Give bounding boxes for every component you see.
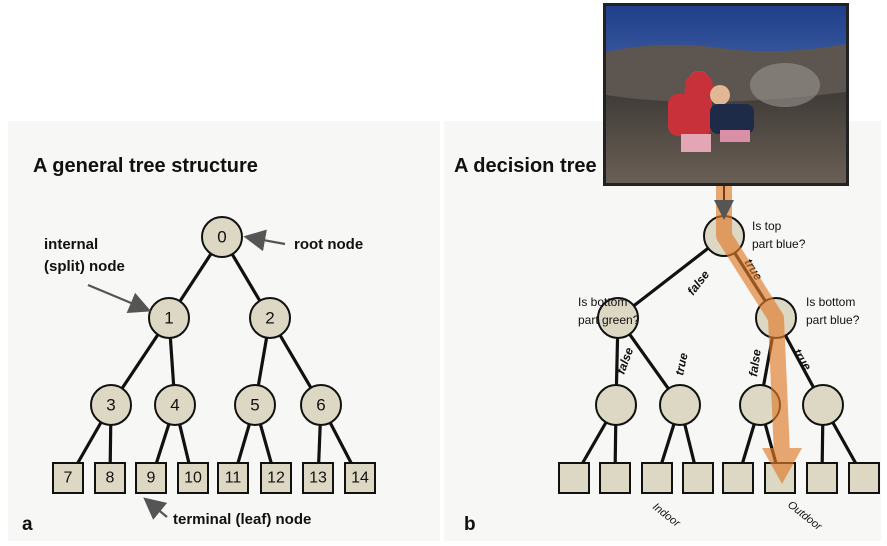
svg-text:Is bottom: Is bottom	[578, 295, 627, 309]
question-root: Is top part blue?	[752, 219, 806, 251]
node-5: 5	[234, 384, 276, 426]
decision-leaves	[558, 462, 880, 494]
svg-text:8: 8	[106, 470, 115, 487]
svg-text:part blue?: part blue?	[752, 237, 806, 251]
leaf-9: 9	[135, 462, 167, 494]
decision-node-rr	[802, 384, 844, 426]
node-4: 4	[154, 384, 196, 426]
panel-b: A decision tree	[444, 121, 881, 541]
svg-text:6: 6	[316, 396, 325, 415]
leaf-14: 14	[344, 462, 376, 494]
svg-text:5: 5	[250, 396, 259, 415]
panel-a-title: A general tree structure	[33, 155, 258, 177]
svg-text:12: 12	[267, 470, 285, 487]
svg-text:2: 2	[265, 309, 274, 328]
leaf-13: 13	[302, 462, 334, 494]
input-photo	[603, 3, 849, 186]
svg-text:part green?: part green?	[578, 313, 640, 327]
svg-text:10: 10	[184, 470, 202, 487]
svg-text:terminal (leaf) node: terminal (leaf) node	[173, 511, 311, 528]
leaf-7: 7	[52, 462, 84, 494]
decision-node-ll	[595, 384, 637, 426]
question-right: Is bottom part blue?	[806, 295, 860, 327]
svg-text:9: 9	[147, 470, 156, 487]
decision-node-lr	[659, 384, 701, 426]
node-3: 3	[90, 384, 132, 426]
svg-text:3: 3	[106, 396, 115, 415]
edge-label-left-true: true	[672, 351, 690, 376]
leaf-10: 10	[177, 462, 209, 494]
internal-node-annotation: internal (split) node	[44, 236, 152, 314]
decision-node-left	[597, 297, 639, 339]
terminal-node-annotation: terminal (leaf) node	[143, 497, 311, 528]
node-6: 6	[300, 384, 342, 426]
svg-text:part blue?: part blue?	[806, 313, 860, 327]
svg-text:0: 0	[217, 228, 226, 247]
panel-a-label: a	[22, 514, 33, 535]
node-2: 2	[249, 297, 291, 339]
svg-text:13: 13	[309, 470, 327, 487]
question-left: Is bottom part green?	[578, 295, 640, 327]
panel-b-title: A decision tree	[454, 155, 597, 177]
svg-text:root node: root node	[294, 236, 363, 253]
person-left	[668, 71, 714, 152]
svg-text:4: 4	[170, 396, 179, 415]
leaf-8: 8	[94, 462, 126, 494]
svg-text:14: 14	[351, 470, 369, 487]
leaf-11: 11	[217, 462, 249, 494]
node-1: 1	[148, 297, 190, 339]
svg-text:11: 11	[225, 470, 242, 487]
root-node-annotation: root node	[243, 229, 363, 253]
node-0: 0	[201, 216, 243, 258]
svg-text:1: 1	[164, 309, 173, 328]
leaf-12: 12	[260, 462, 292, 494]
svg-text:7: 7	[64, 470, 73, 487]
panel-b-label: b	[464, 514, 476, 535]
svg-text:Is bottom: Is bottom	[806, 295, 855, 309]
svg-text:Is top: Is top	[752, 219, 782, 233]
edge-label-right-false: false	[746, 348, 764, 377]
panel-a: A general tree structure 0 1	[8, 121, 440, 541]
svg-text:internal: internal	[44, 236, 98, 253]
svg-text:(split) node: (split) node	[44, 258, 125, 275]
person-right	[710, 85, 754, 142]
